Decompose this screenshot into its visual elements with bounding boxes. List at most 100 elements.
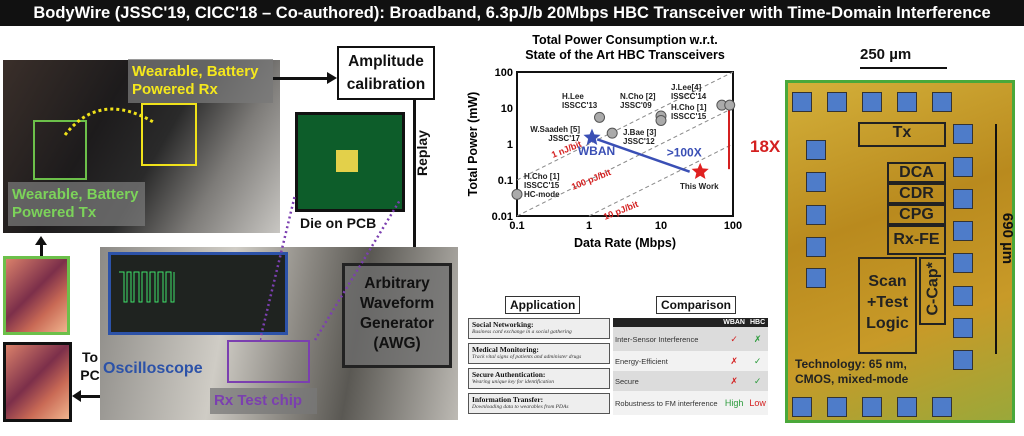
hbc-cell: Low [749,398,766,408]
rx-highlight-box [141,103,197,166]
arrow-right [273,77,331,80]
application-title: Information Transfer: [472,395,544,404]
wban-cell: ✗ [730,355,738,366]
die-on-pcb-label: Die on PCB [300,215,377,231]
comparison-row: Inter-Sensor Interference ✓ ✗ [613,327,768,351]
chart-title-line2: State of the Art HBC Transceivers [525,48,725,62]
y-tick-label: 0.01 [492,211,513,223]
bond-pad [827,397,847,417]
ratio-label: 18X [750,137,780,156]
energy-line [588,143,734,217]
y-tick-label: 1 [507,139,513,151]
wban-cell: High [724,398,744,408]
application-item: Medical Monitoring:Track vital signs of … [468,343,610,364]
rx-label: Wearable, Battery Powered Rx [128,59,273,103]
energy-line [516,71,734,181]
application-desc: Business card exchange in a social gathe… [472,329,572,335]
amplitude-calibration-box: Amplitude calibration [337,46,435,100]
star-marker [583,128,601,145]
data-point [655,114,667,126]
energy-line-label: 100 pJ/bit [570,167,612,192]
block-cdr: CDR [887,183,946,204]
replay-arrow [413,100,416,260]
dotted-link-arrows [260,194,402,341]
data-point [511,188,523,200]
comparison-row: Robustness to FM interference High Low [613,391,768,415]
oscilloscope-label: Oscilloscope [103,360,203,377]
bond-pad [932,397,952,417]
arrow-head [72,390,81,402]
row-label: Secure [615,376,639,386]
application-item: Information Transfer:Downloading data to… [468,393,610,414]
tx-label: Wearable, Battery Powered Tx [8,182,145,226]
bond-pad [953,253,973,273]
wban-cell: ✗ [730,375,738,386]
application-desc: Track vital signs of patients and admini… [472,354,582,360]
block-tx: Tx [858,122,946,147]
improvement-arrow [596,138,691,173]
bond-pad [953,318,973,338]
bond-pad [792,92,812,112]
application-desc: Downloading data to wearables from PDAs [472,404,569,410]
application-item: Social Networking:Business card exchange… [468,318,610,339]
bond-pad [897,92,917,112]
application-item: Secure Authentication:Wearing unique key… [468,368,610,389]
power-chart: Total Power Consumption w.r.t.State of t… [466,33,780,250]
row-label: Robustness to FM interference [615,398,718,408]
application-title: Social Networking: [472,320,534,329]
hbc-cell: ✓ [753,375,762,386]
x-axis-label: Data Rate (Mbps) [574,236,676,250]
rx-chip-label: Rx Test chip [210,388,317,414]
improvement-label: >100X [667,145,702,159]
block-scan-test-logic: Scan +Test Logic [858,257,917,354]
bond-pad [862,397,882,417]
bond-pad [953,350,973,370]
x-tick-label: 100 [724,220,742,232]
to-pc-label: To PC [80,349,100,383]
bond-pad [862,92,882,112]
data-point [594,111,606,123]
data-point [724,99,736,111]
width-dimension-arrow [860,67,947,69]
application-title: Secure Authentication: [472,370,546,379]
hbc-cell: ✗ [753,333,762,344]
signal-path-arrow [63,107,156,136]
c-cap-label: C-Cap* [924,262,942,316]
y-tick-label: 10 [501,103,513,115]
col-hbc: HBC [750,319,766,326]
comparison-row: Secure ✗ ✓ [613,371,768,391]
row-label: Energy-Efficient [615,356,668,366]
bond-pad [953,157,973,177]
height-label: 690 µm [999,212,1017,265]
die-on-pcb-photo [295,112,405,212]
wban-cell: ✓ [730,333,738,344]
replay-label: Replay [414,130,430,176]
bond-pad [953,189,973,209]
row-label: Inter-Sensor Interference [615,334,699,344]
arrow-head [35,236,47,245]
data-point [606,127,618,139]
block-dca: DCA [887,162,946,183]
energy-line-label: 10 pJ/bit [602,199,640,222]
y-tick-label: 100 [495,67,513,79]
source-image [3,256,70,335]
hbc-cell: ✓ [753,355,762,366]
bond-pad [953,124,973,144]
x-tick-label: 0.1 [509,220,524,232]
bond-pad [953,221,973,241]
arrow-left [80,395,100,398]
width-label: 250 µm [860,46,912,63]
received-image [3,342,72,422]
block-c-cap: C-Cap* [919,257,946,325]
oscilloscope-box [108,252,288,335]
bond-pad [806,237,826,257]
bond-pad [827,92,847,112]
plot-frame [516,71,734,217]
block-rx-fe: Rx-FE [887,225,946,255]
star-marker [691,162,709,179]
rx-chip-box [227,340,310,383]
tx-highlight-box [33,120,87,180]
bond-pad [953,286,973,306]
technology-label: Technology: 65 nm, CMOS, mixed-mode [795,357,909,386]
